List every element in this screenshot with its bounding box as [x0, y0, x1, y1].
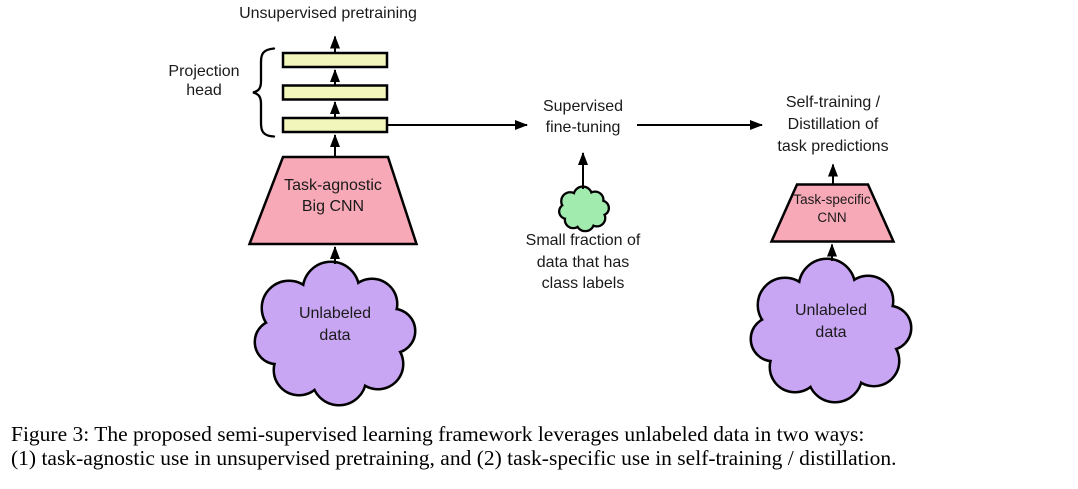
labeled-data-cloud [560, 188, 607, 230]
task-specific-cnn-label: Task-specific CNN [778, 191, 886, 227]
selftraining-label-line2: Distillation of [787, 116, 879, 133]
task-agnostic-cnn-label-line1: Task-agnostic [284, 177, 382, 194]
unlabeled-data-label-right-line1: Unlabeled [794, 302, 868, 319]
projection-head-brace [252, 47, 276, 138]
supervised-finetuning-label-line2: fine-tuning [545, 118, 621, 136]
projection-layer-1 [281, 51, 389, 69]
labeled-data-caption-line1: Small fraction of [525, 232, 641, 249]
unlabeled-data-label-left-line2: data [319, 327, 351, 344]
unlabeled-data-label-left-line1: Unlabeled [298, 305, 372, 322]
selftraining-label-line3: task predictions [777, 138, 889, 155]
figure-caption-line1: Figure 3: The proposed semi-supervised l… [11, 422, 865, 446]
task-agnostic-cnn-label: Task-agnostic Big CNN [270, 175, 396, 217]
task-specific-cnn-shape [769, 183, 896, 243]
task-specific-cnn-label-line2: CNN [817, 210, 847, 225]
projection-head-label-line2: head [186, 81, 222, 99]
supervised-finetuning-label: Supervised fine-tuning [513, 97, 653, 138]
labeled-data-caption-line2: data that has [536, 253, 630, 271]
task-agnostic-cnn-label-line2: Big CNN [301, 198, 365, 215]
projection-head-label: Projection head [148, 63, 260, 100]
selftraining-label: Self-training / Distillation of task pre… [750, 92, 916, 158]
task-agnostic-cnn-shape [247, 155, 419, 246]
figure-caption: Figure 3: The proposed semi-supervised l… [11, 422, 897, 470]
unlabeled-data-label-left: Unlabeled data [277, 303, 393, 347]
supervised-finetuning-label-line1: Supervised [542, 98, 624, 115]
unlabeled-data-label-right-line2: data [815, 324, 847, 341]
selftraining-label-line1: Self-training / [785, 94, 881, 111]
unlabeled-data-label-right: Unlabeled data [773, 300, 889, 344]
projection-layer-2 [281, 84, 389, 101]
labeled-data-caption: Small fraction of data that has class la… [505, 230, 661, 295]
projection-layer-3 [281, 116, 389, 134]
projection-head-label-line1: Projection [168, 63, 240, 80]
labeled-data-caption-line3: class labels [541, 275, 625, 292]
diagram-canvas [247, 35, 1078, 420]
pretraining-title: Unsupervised pretraining [239, 5, 417, 22]
figure-caption-line2: (1) task-agnostic use in unsupervised pr… [11, 445, 897, 470]
task-specific-cnn-label-line1: Task-specific [793, 192, 871, 207]
